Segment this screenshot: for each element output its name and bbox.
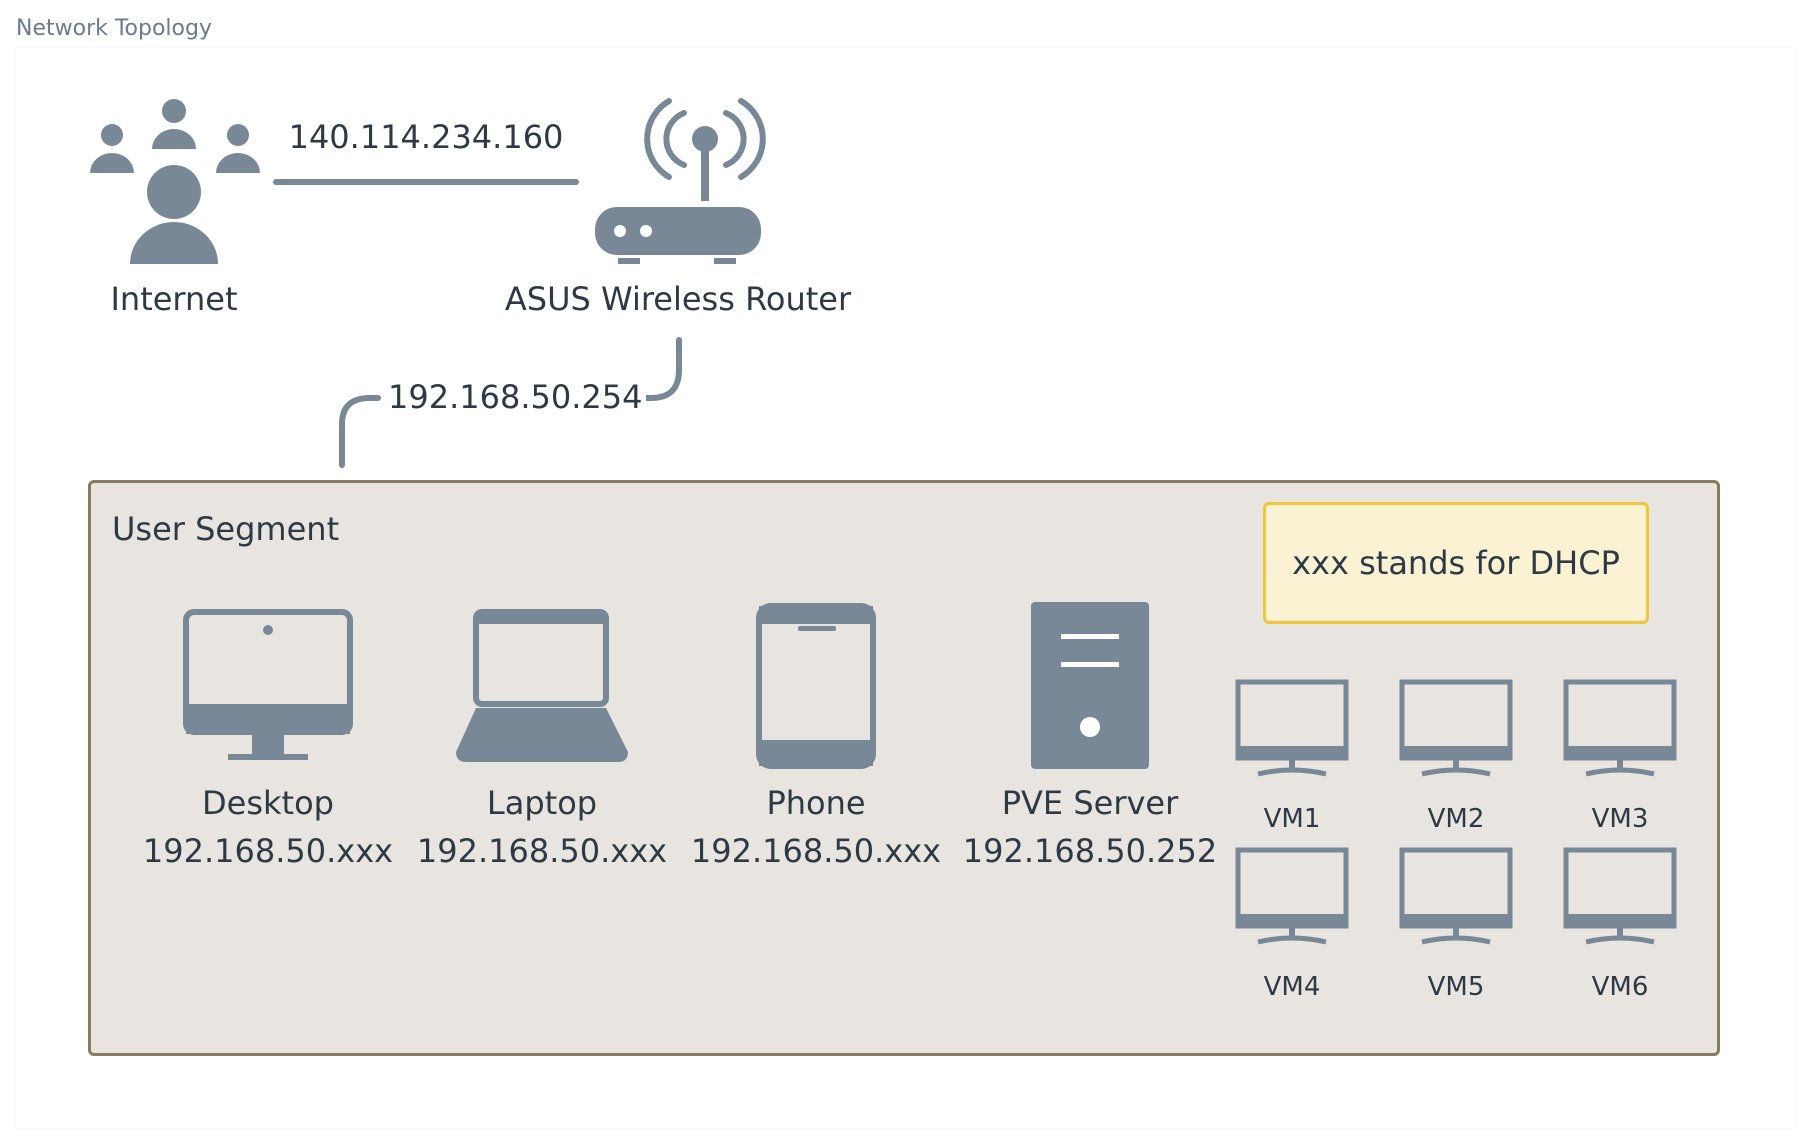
laptop-ip: 192.168.50.xxx xyxy=(416,832,668,870)
segment-title: User Segment xyxy=(112,510,340,548)
vm1-label: VM1 xyxy=(1263,804,1321,834)
vm2-label: VM2 xyxy=(1427,804,1485,834)
wireless-router-icon xyxy=(595,126,761,264)
pve-server-name: PVE Server xyxy=(1001,784,1179,822)
phone-ip: 192.168.50.xxx xyxy=(690,832,942,870)
vm4-icon xyxy=(1236,850,1348,942)
vm3-icon xyxy=(1564,682,1676,774)
vm5-label: VM5 xyxy=(1427,972,1485,1002)
phone-name: Phone xyxy=(766,784,866,822)
vm1-icon xyxy=(1236,682,1348,774)
phone-icon xyxy=(756,603,876,769)
vm5-icon xyxy=(1400,850,1512,942)
internet-label: Internet xyxy=(110,280,238,318)
pve-server-ip: 192.168.50.252 xyxy=(962,832,1218,870)
vm2-icon xyxy=(1400,682,1512,774)
router-segment-link-left xyxy=(339,395,381,468)
dhcp-note: xxx stands for DHCP xyxy=(1263,502,1649,624)
desktop-ip: 192.168.50.xxx xyxy=(142,832,394,870)
wan-ip-label: 140.114.234.160 xyxy=(288,118,564,156)
lan-gateway-ip-label: 192.168.50.254 xyxy=(384,378,647,416)
router-segment-link-right xyxy=(629,337,682,401)
users-icon xyxy=(90,99,260,264)
vm4-label: VM4 xyxy=(1263,972,1321,1002)
vm6-icon xyxy=(1564,850,1676,942)
desktop-icon xyxy=(183,609,353,760)
vm3-label: VM3 xyxy=(1591,804,1649,834)
dhcp-note-text: xxx stands for DHCP xyxy=(1292,544,1620,582)
router-label: ASUS Wireless Router xyxy=(504,280,852,318)
desktop-name: Desktop xyxy=(202,784,334,822)
page-title: Network Topology xyxy=(16,16,212,41)
laptop-icon xyxy=(456,609,628,762)
vm6-label: VM6 xyxy=(1591,972,1649,1002)
server-icon xyxy=(1031,602,1149,769)
laptop-name: Laptop xyxy=(486,784,598,822)
